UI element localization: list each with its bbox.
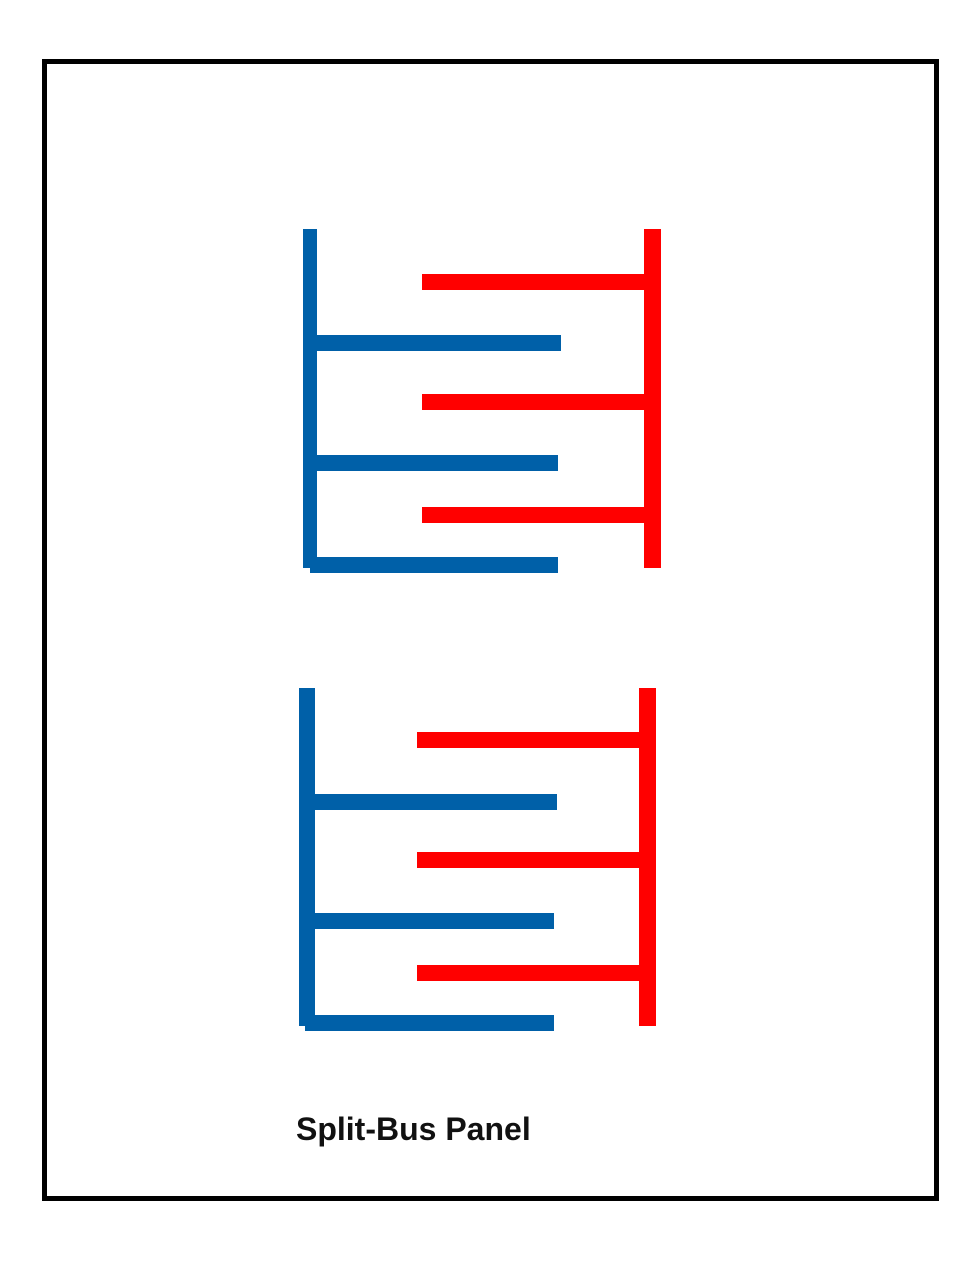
lower-red-branch <box>417 732 647 748</box>
upper-red-branch <box>422 394 652 410</box>
upper-red-branch <box>422 274 652 290</box>
lower-blue-bus-bar <box>299 688 315 1026</box>
lower-red-branch <box>417 852 647 868</box>
diagram-caption: Split-Bus Panel <box>296 1111 531 1147</box>
upper-blue-bus-bar <box>303 229 317 568</box>
panel-border <box>42 59 939 1201</box>
upper-blue-branch <box>310 557 558 573</box>
upper-red-bus <box>422 229 661 568</box>
upper-red-branch <box>422 507 652 523</box>
lower-red-bus <box>417 688 656 1026</box>
upper-red-bus-bar <box>644 229 661 568</box>
upper-blue-bus <box>303 229 561 573</box>
upper-blue-branch <box>310 335 561 351</box>
lower-bus-section <box>299 688 656 1031</box>
lower-red-branch <box>417 965 647 981</box>
lower-blue-branch <box>307 913 554 929</box>
lower-blue-branch <box>307 794 557 810</box>
lower-blue-bus <box>299 688 557 1031</box>
upper-bus-section <box>303 229 661 573</box>
lower-red-bus-bar <box>639 688 656 1026</box>
upper-blue-branch <box>310 455 558 471</box>
lower-blue-branch <box>305 1015 554 1031</box>
